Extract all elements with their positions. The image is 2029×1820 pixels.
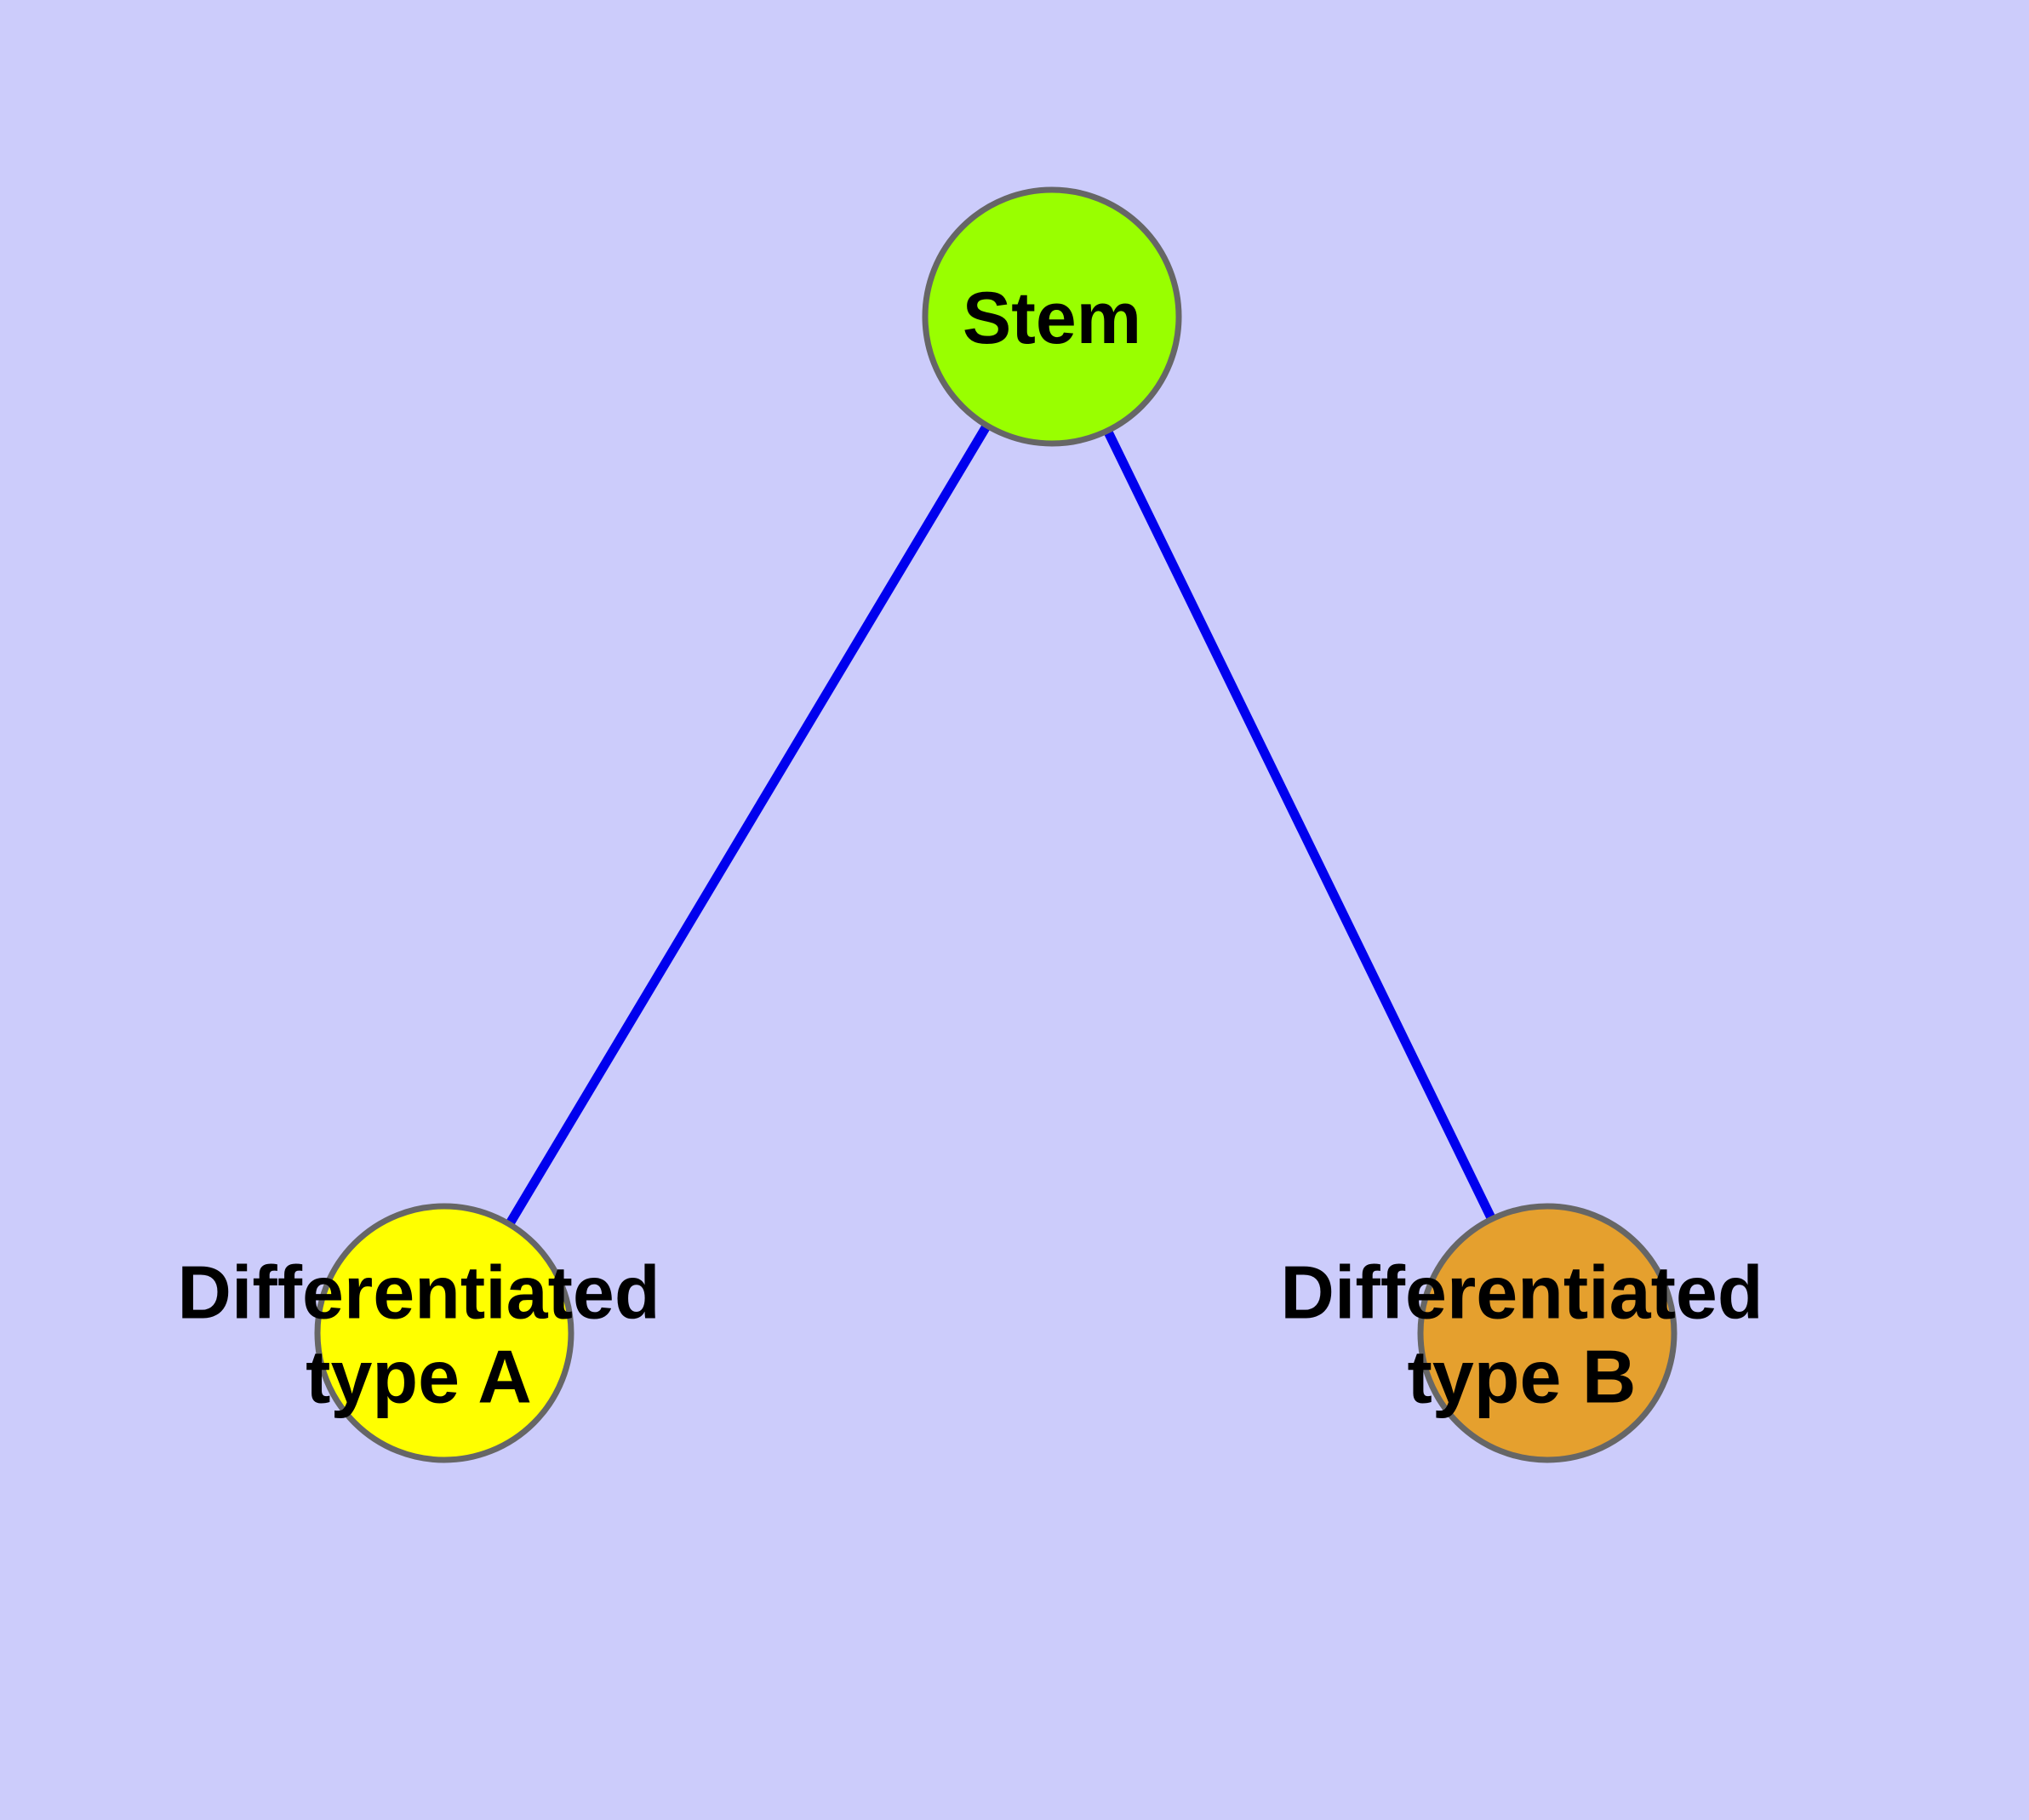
node-stem[interactable] [922,186,1182,447]
edge-layer [506,423,1496,1227]
node-differentiated-type-a[interactable] [314,1203,574,1463]
node-layer [314,186,1677,1463]
node-differentiated-type-b[interactable] [1417,1203,1677,1463]
edge-stem-to-diff-b [1103,429,1496,1221]
edge-stem-to-diff-a [506,423,991,1227]
